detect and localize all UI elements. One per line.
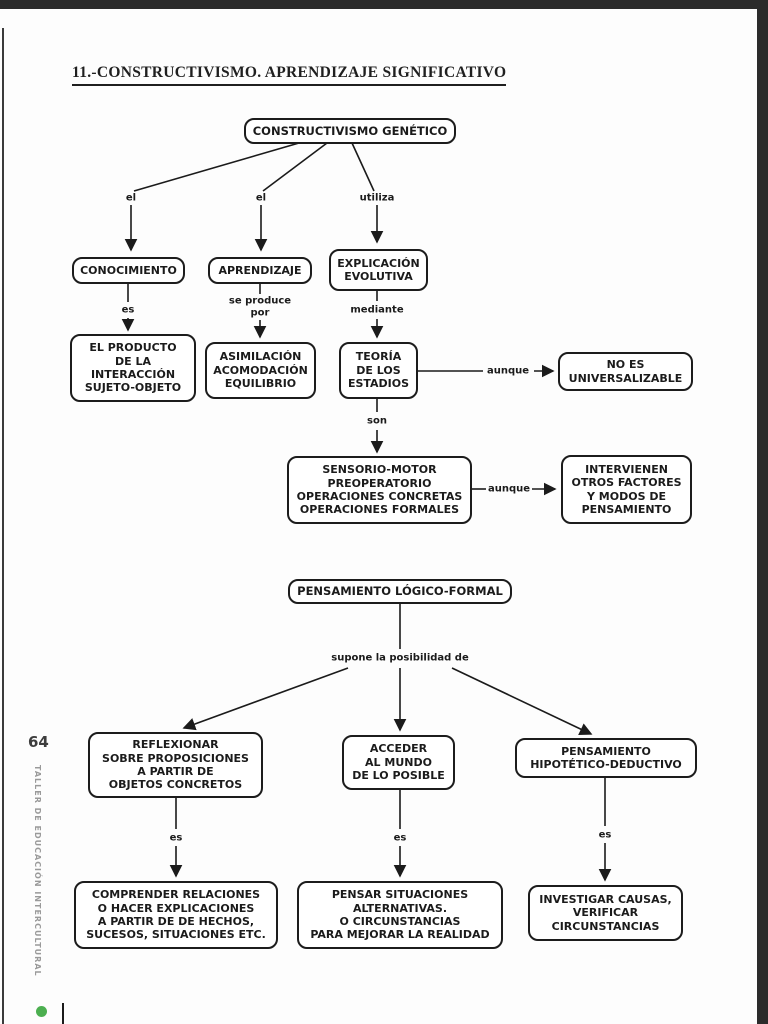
node-teoria-estadios: TEORÍA DE LOS ESTADIOS (339, 342, 418, 399)
link-label-el-1: el (123, 192, 139, 204)
link-label-es-1: es (167, 832, 185, 844)
node-estadios-lista: SENSORIO-MOTOR PREOPERATORIO OPERACIONES… (287, 456, 472, 524)
page-title: 11.-CONSTRUCTIVISMO. APRENDIZAJE SIGNIFI… (72, 64, 507, 86)
node-conocimiento: CONOCIMIENTO (72, 257, 185, 284)
sidebar-vertical-title: TALLER DE EDUCACIÓN INTERCULTURAL (33, 765, 42, 977)
link-label-es-3: es (596, 829, 614, 841)
node-comprender-relaciones: COMPRENDER RELACIONES O HACER EXPLICACIO… (74, 881, 278, 949)
node-asimilacion-acomodacion: ASIMILACIÓN ACOMODACIÓN EQUILIBRIO (205, 342, 316, 399)
link-label-supone: supone la posibilidad de (329, 652, 471, 664)
node-acceder-mundo-posible: ACCEDER AL MUNDO DE LO POSIBLE (342, 735, 455, 790)
node-pensamiento-hipotetico: PENSAMIENTO HIPOTÉTICO-DEDUCTIVO (515, 738, 697, 778)
link-label-el-2: el (253, 192, 269, 204)
green-bullet-icon (36, 1006, 47, 1017)
link-label-es: es (119, 304, 137, 316)
node-no-universalizable: NO ES UNIVERSALIZABLE (558, 352, 693, 391)
bottom-margin-tick (62, 1003, 64, 1024)
link-label-se-produce-por: se produce por (226, 295, 294, 319)
right-frame-bar (757, 0, 768, 1024)
link-label-aunque-1: aunque (484, 365, 532, 377)
link-label-aunque-2: aunque (485, 483, 533, 495)
link-label-utiliza: utiliza (357, 192, 397, 204)
link-label-son: son (365, 415, 389, 427)
top-frame-bar (0, 0, 768, 9)
node-pensar-situaciones: PENSAR SITUACIONES ALTERNATIVAS. O CIRCU… (297, 881, 503, 949)
node-reflexionar: REFLEXIONAR SOBRE PROPOSICIONES A PARTIR… (88, 732, 263, 798)
node-investigar-causas: INVESTIGAR CAUSAS, VERIFICAR CIRCUNSTANC… (528, 885, 683, 941)
node-aprendizaje: APRENDIZAJE (208, 257, 312, 284)
link-label-es-2: es (391, 832, 409, 844)
left-margin-rule (2, 28, 4, 1024)
node-constructivismo-genetico: CONSTRUCTIVISMO GENÉTICO (244, 118, 456, 144)
node-producto-interaccion: EL PRODUCTO DE LA INTERACCIÓN SUJETO-OBJ… (70, 334, 196, 402)
node-pensamiento-logico-formal: PENSAMIENTO LÓGICO-FORMAL (288, 579, 512, 604)
node-intervienen-factores: INTERVIENEN OTROS FACTORES Y MODOS DE PE… (561, 455, 692, 524)
page-number: 64 (28, 733, 49, 751)
link-label-mediante: mediante (348, 304, 406, 316)
node-explicacion-evolutiva: EXPLICACIÓN EVOLUTIVA (329, 249, 428, 291)
